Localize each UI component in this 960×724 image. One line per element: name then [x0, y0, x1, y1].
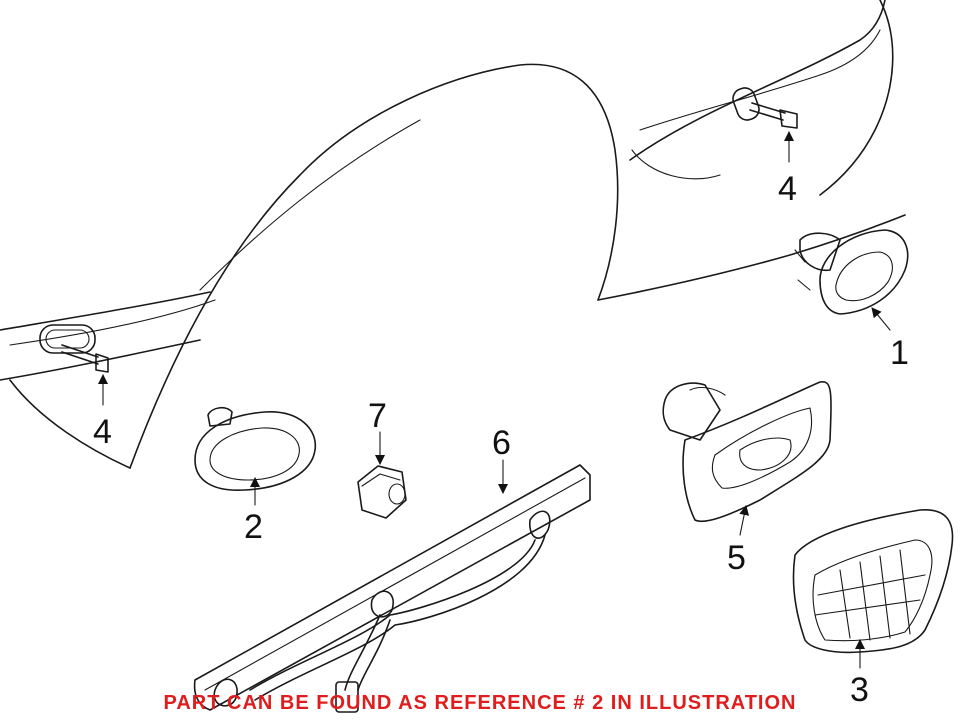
side-marker-part-1 — [794, 229, 909, 315]
callout-7: 7 — [368, 397, 387, 435]
callout-6: 6 — [492, 424, 511, 462]
side-marker-part-5 — [662, 381, 832, 523]
callout-3: 3 — [850, 671, 869, 709]
nut-part-7 — [357, 465, 407, 519]
callout-4-front: 4 — [93, 413, 112, 451]
callout-4-rear: 4 — [778, 170, 797, 208]
harness-part-6 — [193, 464, 591, 713]
callout-5: 5 — [727, 539, 746, 577]
leader-arrows — [98, 131, 891, 669]
lens-part-3 — [792, 509, 954, 654]
callout-2: 2 — [244, 508, 263, 546]
reference-notice: PART CAN BE FOUND AS REFERENCE # 2 IN IL… — [163, 692, 797, 714]
bulb-part-4-front — [61, 344, 109, 373]
callout-1: 1 — [890, 334, 909, 372]
side-marker-part-2 — [194, 406, 317, 491]
bulb-part-4-rear — [749, 102, 798, 129]
side-marker-recess-rear — [732, 87, 760, 121]
car-body-outline — [0, 0, 906, 469]
